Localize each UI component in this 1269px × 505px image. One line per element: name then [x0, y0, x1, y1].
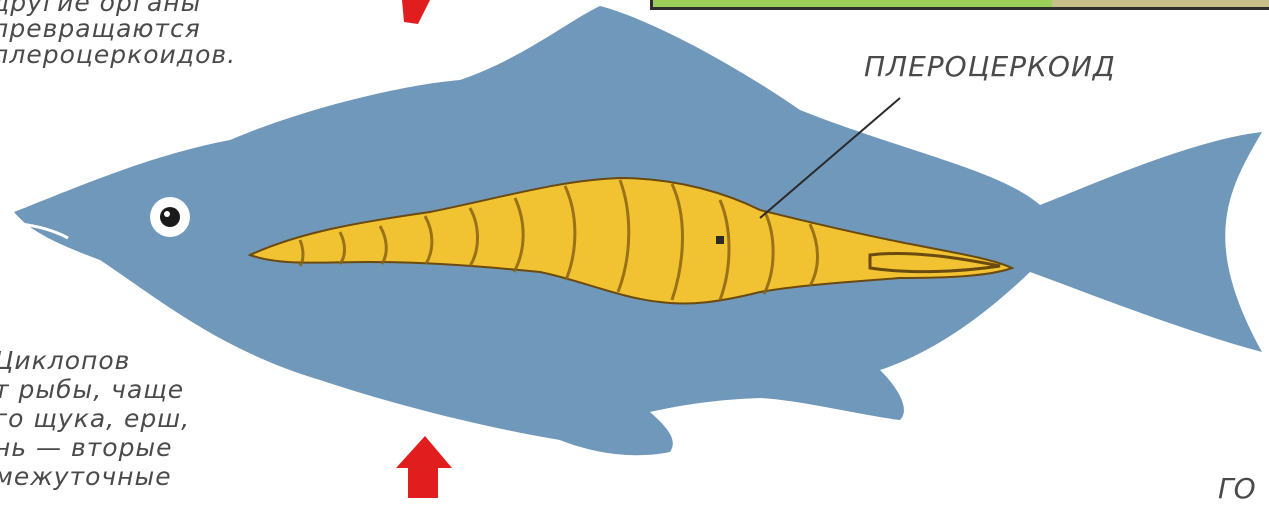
left-text-line: межуточные [0, 462, 190, 491]
top-text-block: другие органы превращаются плероцеркоидо… [0, 0, 236, 68]
left-text-line: нь — вторые [0, 433, 190, 462]
fish-eye [150, 197, 190, 237]
bottom-arrow [396, 436, 452, 498]
top-arrow [402, 0, 430, 24]
left-text-block: Циклопов т рыбы, чаще го щука, ерш, нь —… [0, 346, 190, 491]
left-text-line: Циклопов [0, 346, 190, 375]
top-text-line: превращаются [0, 16, 236, 42]
label-pointer-dot [716, 236, 724, 244]
left-text-line: го щука, ерш, [0, 404, 190, 433]
corner-text: ГО [1218, 472, 1256, 505]
plerocercoid-label: ПЛЕРОЦЕРКОИД [864, 50, 1116, 83]
left-text-line: т рыбы, чаще [0, 375, 190, 404]
top-text-line: плероцеркоидов. [0, 42, 236, 68]
